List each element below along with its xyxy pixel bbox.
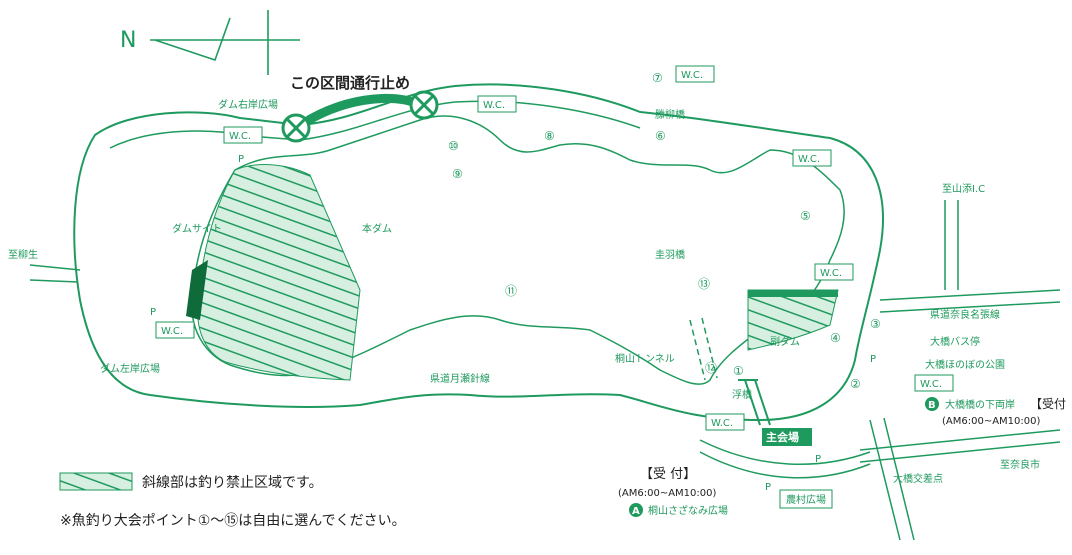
parking-label: P bbox=[870, 354, 876, 365]
label-bus-stop: 大橋バス停 bbox=[930, 335, 980, 348]
label-float-bridge: 浮橋 bbox=[732, 388, 752, 401]
reception-b-hours: (AM6:00~AM10:00) bbox=[942, 416, 1040, 427]
wc-label: W.C. bbox=[711, 418, 733, 429]
dam-wall bbox=[186, 260, 208, 320]
no-entry-icon bbox=[281, 113, 311, 143]
road-east bbox=[879, 289, 1061, 313]
parking-label: P bbox=[150, 307, 156, 318]
road-tunnel bbox=[689, 317, 718, 381]
farm-plaza-label: 農村広場 bbox=[786, 493, 826, 506]
road-south bbox=[869, 417, 915, 541]
label-dam-right-bank: ダム右岸広場 bbox=[218, 98, 278, 111]
wc-label: W.C. bbox=[483, 100, 505, 111]
legend-hatch-swatch bbox=[59, 472, 133, 491]
no-fishing-zone-sub bbox=[747, 289, 839, 351]
label-tunnel: 桐山トンネル bbox=[615, 352, 675, 365]
closed-section-label: この区間通行止め bbox=[290, 74, 410, 92]
label-ikaru-bridge: 圭羽橋 bbox=[655, 248, 685, 261]
parking-markers: P P P P P bbox=[150, 154, 876, 493]
wc-label: W.C. bbox=[920, 379, 942, 390]
parking-label: P bbox=[815, 454, 821, 465]
label-dam-site: ダムサイト bbox=[172, 222, 222, 235]
wc-label: W.C. bbox=[229, 131, 251, 142]
parking-label: P bbox=[238, 154, 244, 165]
reception-b-label: 【受付 bbox=[1030, 397, 1066, 411]
outer-road bbox=[73, 83, 884, 422]
point-6: ⑥ bbox=[655, 129, 666, 143]
point-4: ④ bbox=[830, 331, 841, 345]
marker-a-letter: A bbox=[632, 506, 640, 517]
reception-a-label: 【受 付】 bbox=[640, 467, 696, 482]
farm-plaza-box bbox=[779, 489, 833, 509]
label-sub-dam: 副ダム bbox=[770, 335, 800, 348]
reception-a-hours: (AM6:00~AM10:00) bbox=[618, 488, 716, 499]
label-to-ic: 至山添I.C bbox=[942, 182, 985, 195]
point-5: ⑤ bbox=[800, 209, 811, 223]
sub-dam-wall bbox=[748, 290, 838, 297]
legend-hatch-note: 斜線部は釣り禁止区域です。 bbox=[142, 475, 323, 491]
label-yanagi-bridge: 縢柳橋 bbox=[655, 108, 685, 121]
main-venue-badge bbox=[762, 428, 812, 446]
label-road-nabari: 県道奈良名張線 bbox=[930, 308, 1000, 321]
label-to-yagyu: 至柳生 bbox=[8, 248, 38, 261]
point-8: ⑧ bbox=[544, 129, 555, 143]
marker-a bbox=[629, 503, 643, 517]
fishing-points: ① ② ③ ④ ⑤ ⑥ ⑦ ⑧ ⑨ ⑩ ⑪ ⑫ ⑬ bbox=[448, 71, 881, 391]
marker-b-letter: B bbox=[928, 400, 936, 411]
no-fishing-zone-main bbox=[196, 164, 361, 381]
point-10: ⑩ bbox=[448, 139, 459, 153]
label-park: 大橋ほのぼの公園 bbox=[925, 358, 1005, 371]
marker-b bbox=[925, 397, 939, 411]
point-2: ② bbox=[850, 377, 861, 391]
point-9: ⑨ bbox=[452, 167, 463, 181]
label-ohashi-bank: 大橋橋の下両岸 bbox=[945, 398, 1015, 411]
wc-label: W.C. bbox=[798, 154, 820, 165]
road-to-yagyu bbox=[29, 264, 81, 283]
label-main-dam: 本ダム bbox=[362, 222, 392, 235]
label-dam-left-bank: ダム左岸広場 bbox=[100, 362, 160, 375]
parking-label: P bbox=[765, 482, 771, 493]
wc-markers: W.C. W.C. W.C. W.C. W.C. W.C. W.C. W.C. bbox=[155, 65, 954, 431]
no-entry-icon bbox=[409, 90, 439, 120]
legend-points-note: ※魚釣り大会ポイント①～⑮は自由に選んでください。 bbox=[60, 513, 406, 529]
road-to-nara bbox=[859, 429, 1061, 463]
wc-label: W.C. bbox=[820, 268, 842, 279]
label-to-nara: 至奈良市 bbox=[1000, 458, 1040, 471]
wc-label: W.C. bbox=[161, 326, 183, 337]
place-labels: ダム右岸広場 ダム左岸広場 ダムサイト 本ダム 副ダム 縢柳橋 圭羽橋 浮橋 桐… bbox=[8, 98, 1040, 485]
label-ohashi-intersection: 大橋交差点 bbox=[893, 472, 943, 485]
outer-road-inner bbox=[109, 100, 641, 149]
road-to-ic bbox=[944, 200, 959, 290]
point-13: ⑬ bbox=[698, 277, 710, 291]
float-bridge-icon bbox=[738, 379, 771, 426]
label-road-tsukigase: 県道月瀬針線 bbox=[430, 372, 490, 385]
label-kiriyama-plaza: 桐山さざなみ広場 bbox=[648, 504, 728, 517]
road-lower bbox=[699, 439, 871, 479]
north-label: N bbox=[120, 28, 136, 53]
main-venue-label: 主会場 bbox=[766, 430, 799, 444]
point-1: ① bbox=[733, 364, 744, 378]
point-11: ⑪ bbox=[505, 284, 517, 298]
wc-label: W.C. bbox=[681, 70, 703, 81]
north-arrow-icon bbox=[150, 10, 300, 75]
point-7: ⑦ bbox=[652, 71, 663, 85]
point-3: ③ bbox=[870, 317, 881, 331]
point-12: ⑫ bbox=[705, 361, 717, 375]
